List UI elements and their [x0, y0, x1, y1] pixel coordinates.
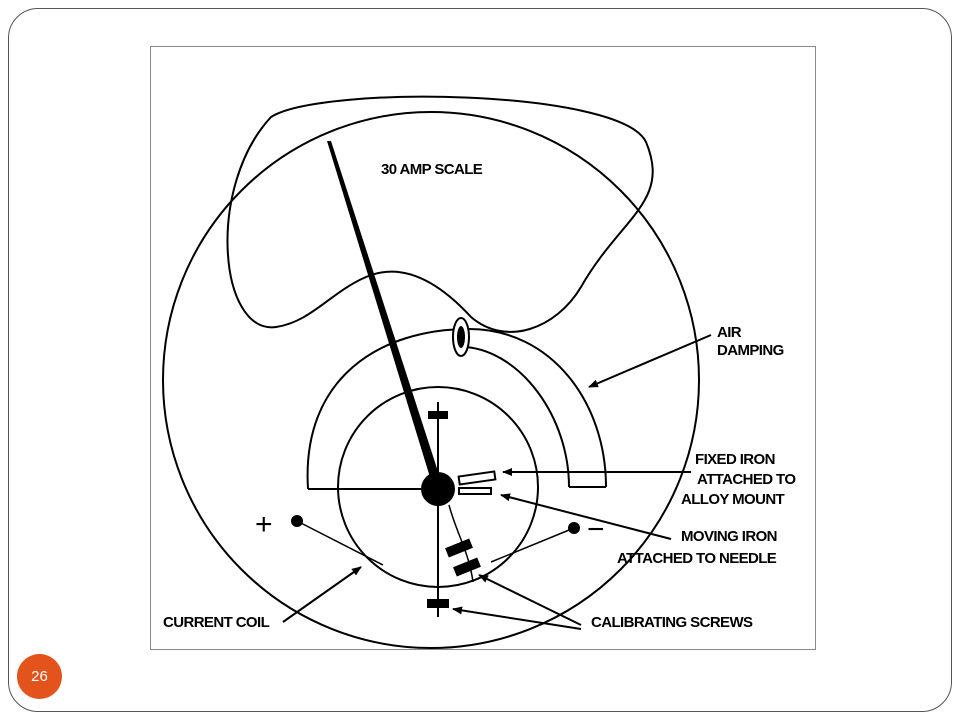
minus-lead: [490, 527, 575, 563]
air-damping-label-2: DAMPING: [717, 342, 784, 359]
fixed-iron: [457, 470, 497, 486]
plus-sign: +: [255, 508, 273, 541]
scale-label: 30 AMP SCALE: [381, 161, 483, 178]
meter-diagram-svg: 30 AMP SCALE AIR DAMPING FIXED IRON ATTA…: [162, 95, 797, 649]
air-damping-arrow: [588, 334, 712, 388]
top-screw: [428, 411, 448, 419]
calibrating-arrow-1: [478, 574, 582, 626]
needle: [327, 141, 443, 487]
moving-iron-arrow: [500, 493, 672, 540]
moving-iron: [458, 487, 492, 495]
current-coil-arrow: [282, 566, 362, 623]
pivot-hub: [421, 472, 455, 506]
calibrating-arrow-2: [452, 606, 582, 630]
calibrating-screws-label: CALIBRATING SCREWS: [591, 614, 753, 631]
page-number-badge: 26: [17, 654, 62, 699]
calibrating-screw-2: [453, 557, 481, 577]
current-coil-label: CURRENT COIL: [163, 614, 270, 631]
fixed-iron-label-2: ATTACHED TO: [697, 471, 796, 488]
meter-diagram: 30 AMP SCALE AIR DAMPING FIXED IRON ATTA…: [150, 46, 816, 650]
minus-sign: −: [587, 513, 605, 546]
fixed-iron-label-3: ALLOY MOUNT: [681, 491, 785, 508]
meter-casing: [162, 111, 700, 649]
moving-iron-label-2: ATTACHED TO NEEDLE: [617, 550, 777, 567]
calibrating-screw-1: [445, 538, 473, 558]
scale-plate: [226, 95, 654, 333]
fixed-iron-label-1: FIXED IRON: [695, 451, 775, 468]
moving-iron-label-1: MOVING IRON: [681, 528, 777, 545]
air-damping-label-1: AIR: [717, 324, 742, 341]
bottom-screw: [427, 599, 449, 608]
damping-chamber-inner: [465, 346, 570, 488]
damping-vane-core: [457, 326, 465, 348]
plus-lead: [296, 520, 384, 566]
